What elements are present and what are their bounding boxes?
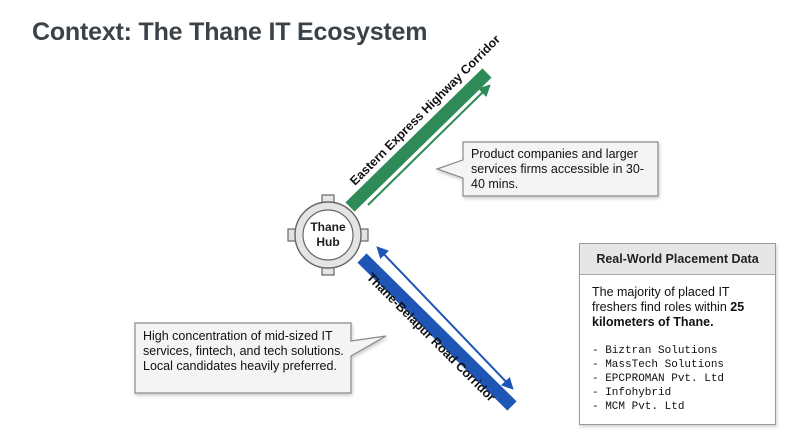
placement-panel-body: The majority of placed IT freshers find … (580, 275, 775, 414)
west-callout-text: High concentration of mid-sized IT servi… (143, 329, 344, 373)
west-callout-bubble (134, 322, 387, 394)
company-list: Biztran Solutions MassTech Solutions EPC… (592, 344, 763, 414)
east-corridor-band (345, 68, 492, 212)
hub-label-line1: Thane (310, 220, 346, 234)
company-item: MassTech Solutions (592, 358, 763, 372)
east-corridor-arrow (367, 84, 491, 206)
company-item: Infohybrid (592, 386, 763, 400)
east-callout-text: Product companies and larger services fi… (471, 147, 644, 191)
company-item: MCM Pvt. Ltd (592, 400, 763, 414)
placement-data-panel: Real-World Placement Data The majority o… (579, 243, 776, 425)
company-item: EPCPROMAN Pvt. Ltd (592, 372, 763, 386)
hub-label-line2: Hub (316, 235, 339, 249)
east-callout-bubble (435, 141, 659, 197)
west-corridor-arrow (376, 246, 514, 390)
placement-summary-text: The majority of placed IT freshers find … (592, 285, 731, 314)
placement-panel-header: Real-World Placement Data (580, 244, 775, 275)
company-item: Biztran Solutions (592, 344, 763, 358)
page-title: Context: The Thane IT Ecosystem (32, 18, 428, 46)
placement-summary-bold: 25 kilometers of Thane. (592, 300, 745, 329)
thane-hub-icon (287, 194, 369, 276)
